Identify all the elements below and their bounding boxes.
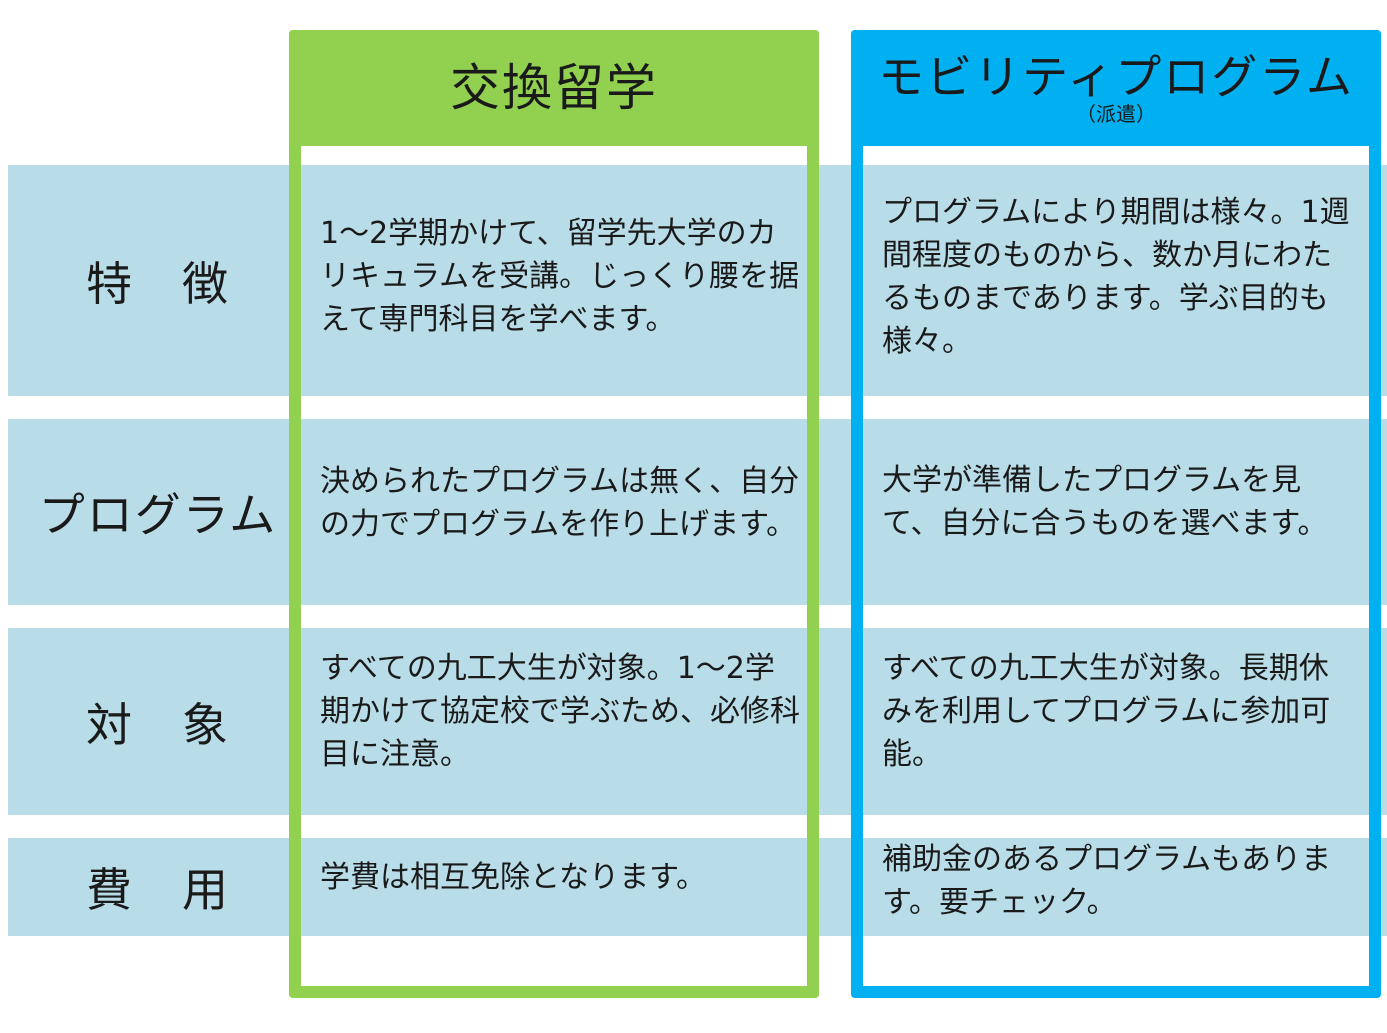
exchange-cell-program: 決められたプログラムは無く、自分の力でプログラムを作り上げます。 [320, 436, 802, 569]
mobility-cost-text: 補助金のあるプログラムもあります。要チェック。 [882, 841, 1332, 920]
exchange-column-title: 交換留学 [450, 58, 658, 117]
mobility-cell-target: すべての九工大生が対象。長期休みを利用してプログラムに参加可能。 [882, 645, 1352, 778]
exchange-program-text: 決められたプログラムは無く、自分の力でプログラムを作り上げます。 [320, 463, 800, 542]
mobility-column-header: モビリティプログラム （派遣） [851, 30, 1381, 146]
mobility-column-subtitle: （派遣） [1076, 102, 1156, 127]
row-band-target [8, 628, 1387, 815]
exchange-cell-features: 1～2学期かけて、留学先大学のカリキュラムを受講。じっくり腰を据えて専門科目を学… [320, 187, 802, 365]
mobility-column-frame [851, 30, 1381, 998]
exchange-features-text: 1～2学期かけて、留学先大学のカリキュラムを受講。じっくり腰を据えて専門科目を学… [320, 215, 800, 337]
exchange-column-frame [289, 30, 819, 998]
exchange-column-header: 交換留学 [289, 30, 819, 146]
row-band-cost [8, 838, 1387, 936]
row-label-cost: 費 用 [86, 863, 230, 917]
mobility-program-text: 大学が準備したプログラムを見て、自分に合うものを選べます。 [882, 462, 1328, 541]
mobility-features-text: プログラムにより期間は様々。1週間程度のものから、数か月にわたるものまであります… [882, 195, 1350, 359]
mobility-column-title: モビリティプログラム [878, 49, 1354, 104]
mobility-target-text: すべての九工大生が対象。長期休みを利用してプログラムに参加可能。 [882, 651, 1331, 772]
row-label-target: 対 象 [86, 697, 230, 752]
mobility-cell-cost: 補助金のあるプログラムもあります。要チェック。 [882, 834, 1352, 927]
mobility-cell-program: 大学が準備したプログラムを見て、自分に合うものを選べます。 [882, 455, 1352, 548]
row-band-features [8, 165, 1387, 396]
exchange-cost-text: 学費は相互免除となります。 [320, 859, 707, 895]
row-band-program [8, 419, 1387, 605]
exchange-cell-target: すべての九工大生が対象。1～2学期かけて協定校で学ぶため、必修科目に注意。 [320, 645, 802, 778]
row-label-program: プログラム [38, 488, 278, 542]
mobility-cell-features: プログラムにより期間は様々。1週間程度のものから、数か月にわたるものまであります… [882, 188, 1352, 366]
exchange-target-text: すべての九工大生が対象。1～2学期かけて協定校で学ぶため、必修科目に注意。 [320, 651, 800, 772]
row-label-features: 特 徴 [86, 256, 230, 311]
exchange-cell-cost: 学費は相互免除となります。 [320, 838, 802, 916]
